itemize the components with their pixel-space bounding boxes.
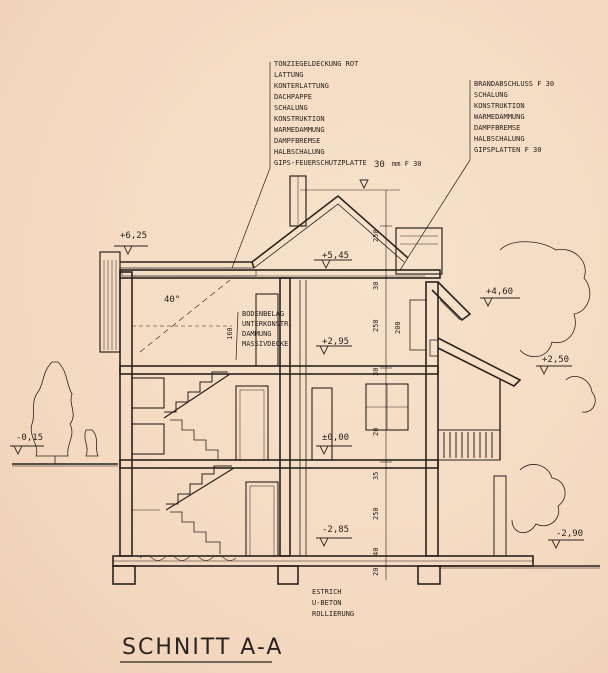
roof-layer: GIPS-FEUERSCHUTZPLATTE [274, 159, 367, 167]
fire-layer: BRANDABSCHLUSS F 30 [474, 80, 554, 88]
dim-label: 250 [372, 229, 380, 242]
dim-label: 200 [394, 321, 402, 334]
roof-layer-suffix: mm F 30 [392, 160, 422, 168]
roof-layer: SCHALUNG [274, 104, 308, 112]
roof-layer: KONSTRUKTION [274, 115, 325, 123]
floor-layer: DAMMUNG [242, 330, 272, 338]
roof-layer: LATTUNG [274, 71, 304, 79]
floor-layer: UNTERKONSTR. [242, 320, 293, 328]
level-markers [10, 179, 584, 550]
dim-label: 20 [372, 428, 380, 436]
tree-left [30, 361, 99, 464]
roof-layer: DAMPFBREMSE [274, 137, 320, 145]
balcony-railing [437, 380, 507, 557]
base-layer: U-BETON [312, 599, 342, 607]
title-block: SCHNITT A-A [120, 635, 283, 663]
note-fire-layers: BRANDABSCHLUSS F 30 SCHALUNG KONSTRUKTIO… [474, 80, 554, 154]
roof-layer: HALBSCHALUNG [274, 148, 325, 156]
dim-label: 30 [372, 368, 380, 376]
level-label: +2,95 [322, 337, 349, 347]
level-label: -2,90 [556, 529, 583, 539]
level-label: +5,45 [322, 251, 349, 261]
level-labels: +6,25 +5,45 +4,60 +2,95 +2,50 ±0,00 -0,1… [16, 231, 583, 539]
dim-label: 250 [372, 507, 380, 520]
note-floor-layers: BODENBELAG UNTERKONSTR. DAMMUNG MASSIVDE… [242, 310, 293, 348]
roof-layer-thickness: 30 [374, 160, 385, 170]
dim-label: 20 [372, 568, 380, 576]
roof-angle-label: 40° [164, 295, 180, 305]
level-label: +2,50 [542, 355, 569, 365]
base-layer: ROLLIERUNG [312, 610, 354, 618]
dim-label: 35 [372, 472, 380, 480]
dim-label: 30 [372, 282, 380, 290]
level-label: -2,85 [322, 525, 349, 535]
openings [131, 293, 439, 557]
dim-label: 160 [226, 327, 234, 340]
outer-walls [119, 271, 439, 557]
roof-layer: DACHPAPPE [274, 93, 312, 101]
note-roof-layers: TONZIEGELDECKUNG ROT LATTUNG KONTERLATTU… [274, 60, 422, 170]
roof-layer: TONZIEGELDECKUNG ROT [274, 60, 359, 68]
fire-layer: WARMEDAMMUNG [474, 113, 525, 121]
dim-label: 40 [372, 548, 380, 556]
fire-layer: SCHALUNG [474, 91, 508, 99]
fire-layer: KONSTRUKTION [474, 102, 525, 110]
drawing-title: SCHNITT A-A [122, 635, 283, 660]
dimension-line [300, 189, 400, 580]
floor-layer: MASSIVDECKE [242, 340, 288, 348]
dim-label: 250 [372, 319, 380, 332]
note-base-layers: ESTRICH U-BETON ROLLIERUNG [312, 588, 354, 618]
stairs [132, 279, 235, 554]
floor-layer: BODENBELAG [242, 310, 284, 318]
leader-lines [231, 62, 471, 361]
fire-layer: DAMPFBREMSE [474, 124, 520, 132]
fire-layer: HALBSCHALUNG [474, 135, 525, 143]
fire-layer: GIPSPLATTEN F 30 [474, 146, 541, 154]
roof-layer: KONTERLATTUNG [274, 82, 329, 90]
roof-layer: WARMEDAMMUNG [274, 126, 325, 134]
foundation [112, 555, 534, 585]
roof [99, 175, 522, 387]
level-label: +6,25 [120, 231, 147, 241]
base-layer: ESTRICH [312, 588, 342, 596]
level-label: ±0,00 [322, 433, 349, 443]
tree-right [499, 241, 596, 533]
level-label: +4,60 [486, 287, 513, 297]
dimension-labels: 250 30 250 200 30 20 35 250 40 20 160 [226, 229, 402, 576]
level-label: -0,15 [16, 433, 43, 443]
